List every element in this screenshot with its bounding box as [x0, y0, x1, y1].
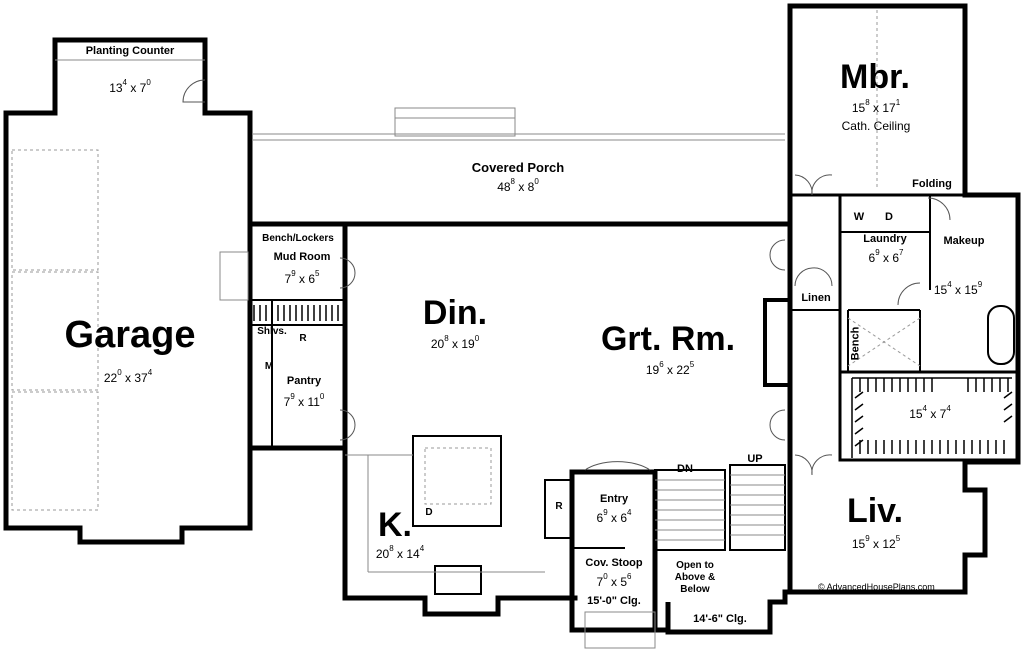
walk-in-closet-dimensions: 154 x 74 [909, 404, 951, 421]
covered-stoop-label: Cov. Stoop [585, 557, 643, 569]
master-bedroom-dimensions: 158 x 171 [851, 98, 901, 115]
stair-ceiling-note: 14'-6" Clg. [693, 613, 747, 625]
pantry-r-label: R [299, 333, 307, 344]
kitchen-dishwasher-label: D [425, 507, 433, 518]
linen-label: Linen [801, 292, 831, 304]
copyright-icon: © [818, 582, 825, 592]
covered-porch-label: Covered Porch [471, 160, 565, 175]
living-room-dimensions: 159 x 125 [851, 534, 901, 551]
entry-dimensions: 69 x 64 [596, 508, 632, 525]
open-to-above-below-label: Open to Above & Below [674, 560, 716, 595]
great-room-label: Grt. Rm. [600, 320, 736, 358]
covered-stoop-ceiling-note: 15'-0" Clg. [587, 595, 641, 607]
covered-stoop-dimensions: 70 x 56 [596, 572, 632, 589]
master-bath-dimensions: 154 x 159 [933, 280, 983, 297]
laundry-dimensions: 69 x 67 [868, 248, 904, 265]
laundry-label: Laundry [863, 233, 907, 245]
covered-porch-dimensions: 488 x 80 [497, 177, 539, 194]
living-room-label: Liv. [846, 492, 904, 530]
bench-label: Bench [849, 326, 862, 361]
up-stairs-label: UP [747, 453, 763, 465]
planting-counter-label: Planting Counter [85, 45, 175, 57]
washer-label: W [853, 211, 865, 223]
kitchen-dimensions: 208 x 144 [375, 544, 425, 561]
great-room-dimensions: 196 x 225 [645, 360, 695, 377]
pantry-label: Pantry [286, 375, 322, 387]
bench-lockers-label: Bench/Lockers [262, 233, 334, 244]
mud-room-label: Mud Room [273, 251, 331, 263]
dryer-label: D [885, 211, 893, 223]
pantry-m-label: M [264, 361, 274, 372]
shelves-label: Shlvs. [257, 326, 287, 337]
garage-label: Garage [64, 314, 196, 356]
folding-label: Folding [912, 178, 952, 190]
master-bedroom-ceiling-note: Cath. Ceiling [841, 119, 911, 133]
planting-counter-dimensions: 134 x 70 [109, 78, 151, 95]
kitchen-refrigerator-label: R [555, 501, 563, 512]
master-bedroom-label: Mbr. [840, 58, 910, 96]
makeup-label: Makeup [943, 235, 985, 247]
dining-label: Din. [422, 294, 488, 332]
mud-room-dimensions: 79 x 65 [284, 269, 320, 286]
kitchen-label: K. [378, 506, 412, 544]
entry-label: Entry [599, 493, 629, 505]
dining-dimensions: 208 x 190 [430, 334, 480, 351]
copyright-text: © AdvancedHousePlans.com [818, 582, 935, 592]
garage-dimensions: 220 x 374 [103, 368, 153, 385]
down-stairs-label: DN [677, 463, 693, 475]
pantry-dimensions: 79 x 110 [283, 392, 325, 409]
